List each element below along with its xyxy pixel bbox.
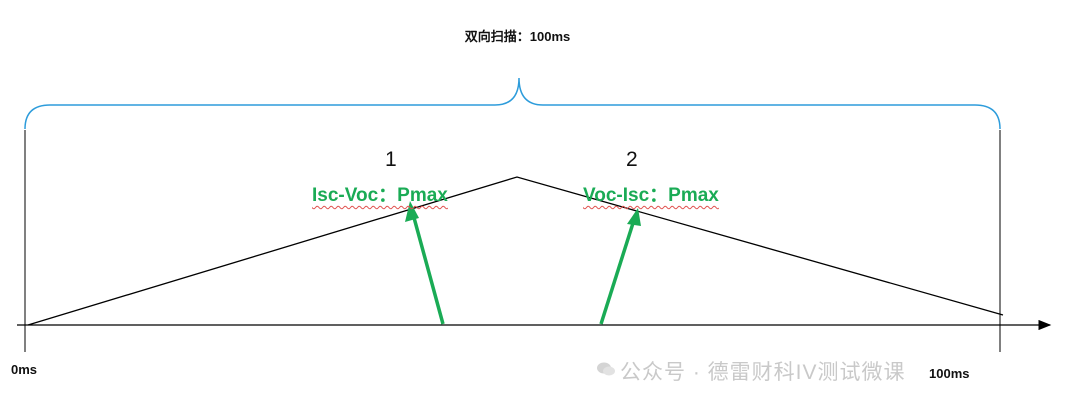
axis-end-label: 100ms [929,366,970,381]
scan-title: 双向扫描：100ms [464,29,571,44]
axis-start-label: 0ms [11,362,38,377]
pmax-arrow-forward [411,213,445,325]
phase-2-number: 2 [626,148,638,171]
pmax-arrow-forward-head [405,201,419,222]
pmax-arrow-reverse [599,219,636,325]
wechat-icon [597,362,615,376]
scan-range-brace [24,77,1001,130]
scan-waveform [27,176,1004,326]
phase-1-label: Isc-Voc：Pmax [312,185,448,206]
phase-2-label: Voc-Isc：Pmax [583,185,719,206]
pmax-arrow-reverse-head [627,208,641,226]
phase-1-number: 1 [385,148,397,171]
watermark-text: 公众号 · 德雷财科IV测试微课 [620,361,906,384]
watermark: 公众号 · 德雷财科IV测试微课 [596,356,906,386]
